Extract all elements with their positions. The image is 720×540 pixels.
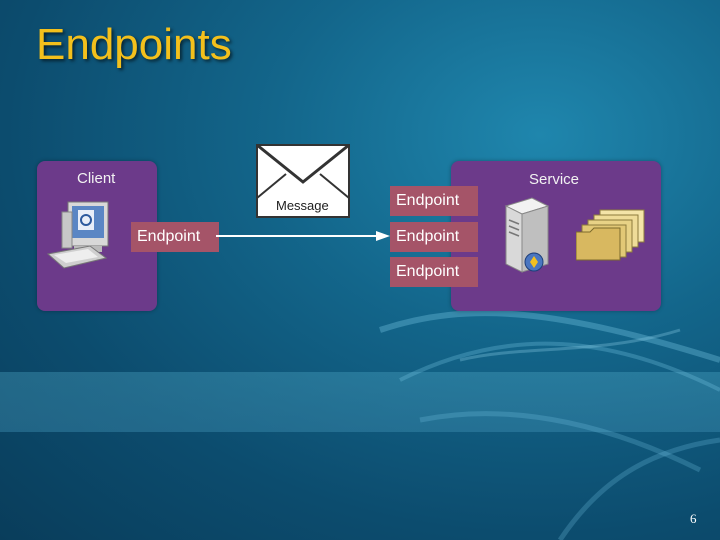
message-arrow [216, 231, 390, 241]
slide-title: Endpoints [36, 20, 232, 69]
page-number: 6 [690, 511, 697, 526]
service-label: Service [529, 171, 580, 188]
service-endpoint: Endpoint [390, 257, 478, 287]
envelope-icon [256, 144, 350, 218]
server-icon [504, 197, 550, 273]
client-endpoint: Endpoint [131, 222, 219, 252]
background-band [0, 372, 720, 432]
client-label: Client [77, 170, 116, 187]
message-label: Message [276, 198, 329, 213]
service-endpoint: Endpoint [390, 186, 478, 216]
service-endpoint: Endpoint [390, 222, 478, 252]
computer-icon [46, 201, 109, 269]
folders-icon [576, 209, 645, 261]
